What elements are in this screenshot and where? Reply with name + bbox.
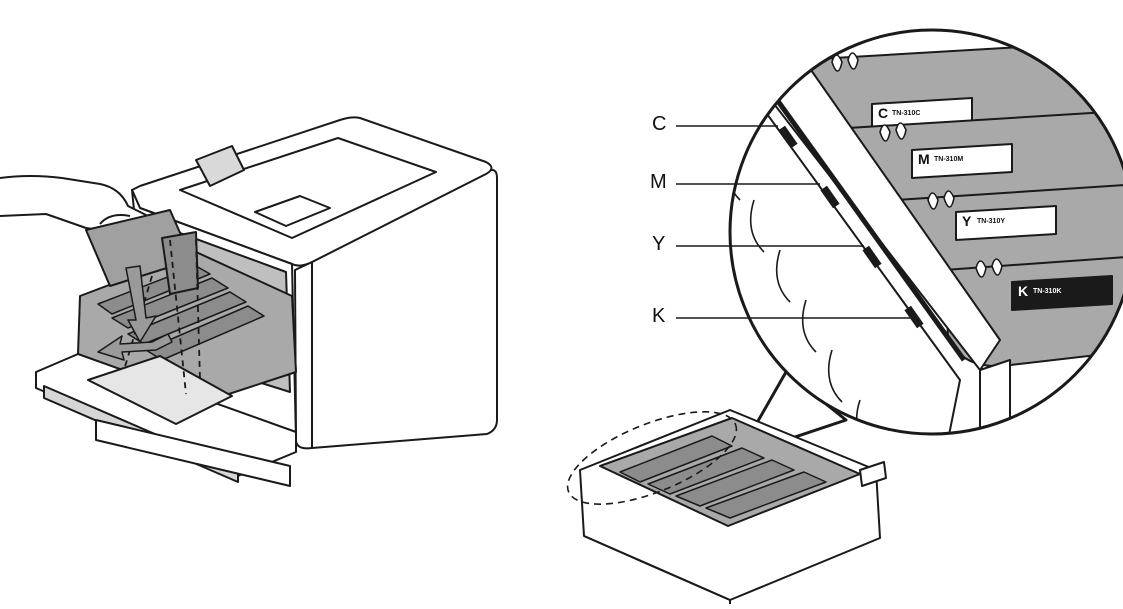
arrow-out-icon xyxy=(97,333,173,361)
printer-side-panel xyxy=(294,169,498,450)
slider-tabs xyxy=(778,125,924,329)
magnified-view xyxy=(728,28,1123,458)
motion-line-2 xyxy=(195,239,201,381)
arrow-down-icon xyxy=(125,265,157,343)
callout-label-k: K xyxy=(652,305,666,327)
cartridge-letter-k: K xyxy=(1018,283,1029,299)
cartridge-model-c: TN-310C xyxy=(892,110,921,117)
magnifier-ring xyxy=(728,28,1123,436)
paper-tray xyxy=(95,419,291,487)
cartridge-letter-m: M xyxy=(918,151,930,167)
magnified-content xyxy=(730,30,1123,434)
front-cover-inner xyxy=(87,355,233,425)
drum-unit-illustration xyxy=(566,409,887,604)
magnify-region-dashed xyxy=(566,411,738,505)
drum-unit-base xyxy=(583,535,731,604)
output-tray-flap xyxy=(254,195,331,227)
cartridge-model-m: TN-310M xyxy=(934,156,964,163)
hand-fingers xyxy=(99,214,131,225)
drum-unit-handle-right xyxy=(859,461,887,487)
cartridge-model-k: TN-310K xyxy=(1033,288,1062,295)
callout-label-m: M xyxy=(650,171,667,193)
drum-frame-right xyxy=(979,359,1011,434)
callout-label-y: Y xyxy=(652,233,666,255)
control-panel xyxy=(195,145,245,187)
callout-label-c: C xyxy=(652,113,667,135)
cartridge-letter-c: C xyxy=(878,105,889,121)
printer-top-recess xyxy=(179,137,437,239)
corona-wire-slot xyxy=(767,88,967,362)
printer-illustration xyxy=(0,116,498,487)
cartridge-handles xyxy=(831,52,1003,278)
cartridge-letter-y: Y xyxy=(962,213,972,229)
callout-lines xyxy=(676,125,910,319)
drum-unit-slots xyxy=(619,435,827,519)
cartridge-model-y: TN-310Y xyxy=(977,218,1006,225)
motion-line-1 xyxy=(169,239,187,395)
